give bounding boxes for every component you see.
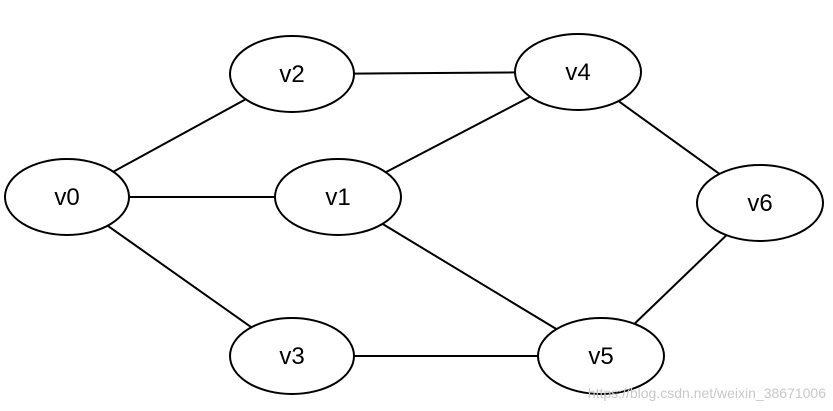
node-v4: v4 (514, 33, 642, 111)
nodes-layer: v0 v1 v2 v3 v4 v5 v6 (4, 33, 824, 395)
edges-layer (107, 71, 728, 357)
node-label-v0: v0 (54, 184, 79, 211)
node-ellipse-v3 (229, 317, 355, 395)
node-v2: v2 (229, 35, 355, 113)
edge-v0-v2 (112, 98, 247, 173)
watermark-text: https://blog.csdn.net/weixin_38671006 (588, 385, 826, 401)
node-ellipse-v5 (537, 317, 665, 395)
edge-v1-v5 (381, 223, 558, 330)
edge-v2-v4 (353, 71, 516, 75)
node-label-v2: v2 (279, 61, 304, 88)
node-v3: v3 (229, 317, 355, 395)
node-v1: v1 (274, 158, 402, 236)
edge-v5-v6 (633, 234, 728, 325)
node-label-v6: v6 (747, 190, 772, 217)
node-label-v5: v5 (588, 343, 613, 370)
edge-v1-v4 (385, 95, 531, 174)
node-v5: v5 (537, 317, 665, 395)
node-ellipse-v1 (274, 158, 402, 236)
node-v0: v0 (4, 158, 130, 236)
node-ellipse-v0 (4, 158, 130, 236)
node-label-v1: v1 (325, 184, 350, 211)
edge-v4-v6 (617, 100, 721, 175)
node-ellipse-v2 (229, 35, 355, 113)
node-label-v3: v3 (279, 343, 304, 370)
node-v6: v6 (696, 164, 824, 242)
node-label-v4: v4 (565, 59, 590, 86)
node-ellipse-v6 (696, 164, 824, 242)
edge-v0-v3 (107, 224, 252, 329)
node-ellipse-v4 (514, 33, 642, 111)
